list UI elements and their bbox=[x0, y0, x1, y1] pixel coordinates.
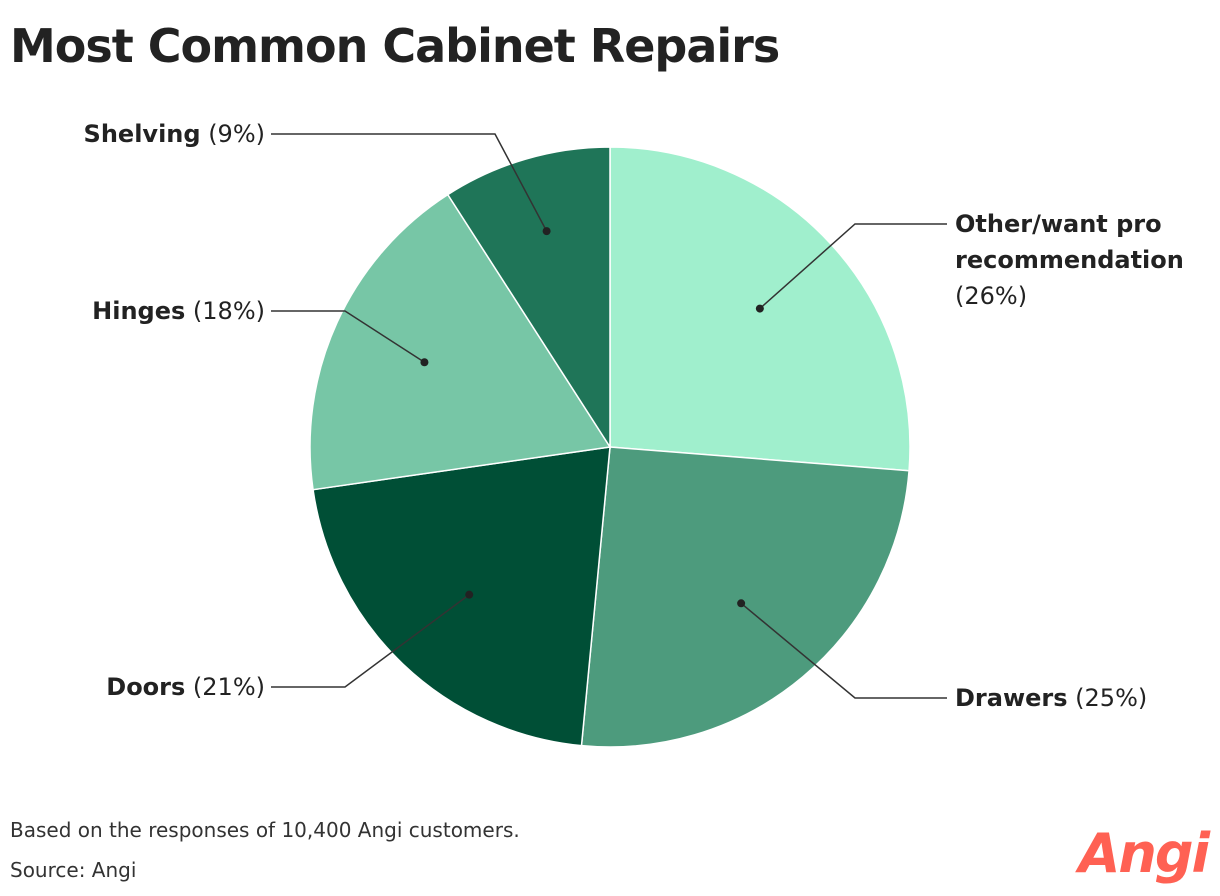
leader-dot bbox=[755, 304, 764, 313]
slice-label-name: Shelving bbox=[83, 120, 201, 148]
slice-label-percent: (25%) bbox=[1067, 684, 1148, 712]
leader-dot bbox=[542, 227, 551, 236]
leader-line bbox=[271, 133, 548, 232]
leader-dot bbox=[737, 599, 746, 608]
slice-label: Doors (21%) bbox=[106, 669, 265, 705]
source-note: Source: Angi bbox=[10, 858, 137, 882]
footnote: Based on the responses of 10,400 Angi cu… bbox=[10, 818, 520, 842]
slice-label-name: Drawers bbox=[955, 684, 1068, 712]
leader-line bbox=[271, 310, 425, 363]
pie-slice-shelving bbox=[446, 146, 611, 450]
leader-line bbox=[759, 223, 947, 310]
slice-label-percent: (21%) bbox=[185, 673, 265, 701]
slice-label: Hinges (18%) bbox=[92, 293, 265, 329]
leader-dot bbox=[420, 358, 429, 367]
slice-label-percent: (9%) bbox=[200, 120, 265, 148]
slice-label: Other/want pro recommendation (26%) bbox=[955, 206, 1184, 314]
pie-slice-drawers bbox=[580, 446, 910, 748]
slice-label-name: Other/want pro bbox=[955, 210, 1162, 238]
slice-label-percent: (26%) bbox=[955, 282, 1028, 310]
pie-slice-hinges bbox=[309, 193, 612, 491]
leader-line bbox=[740, 602, 947, 699]
chart-title: Most Common Cabinet Repairs bbox=[10, 19, 780, 73]
angi-logo: Angi bbox=[1078, 822, 1210, 885]
pie-slice-doors bbox=[312, 446, 611, 747]
slice-label: Drawers (25%) bbox=[955, 680, 1147, 716]
slice-label-name: Doors bbox=[106, 673, 186, 701]
slice-label-name: Hinges bbox=[92, 297, 186, 325]
slice-label-name-cont: recommendation bbox=[955, 246, 1184, 274]
leader-line bbox=[271, 594, 470, 688]
slice-label: Shelving (9%) bbox=[84, 116, 265, 152]
slice-label-percent: (18%) bbox=[185, 297, 265, 325]
leader-dot bbox=[465, 590, 474, 599]
